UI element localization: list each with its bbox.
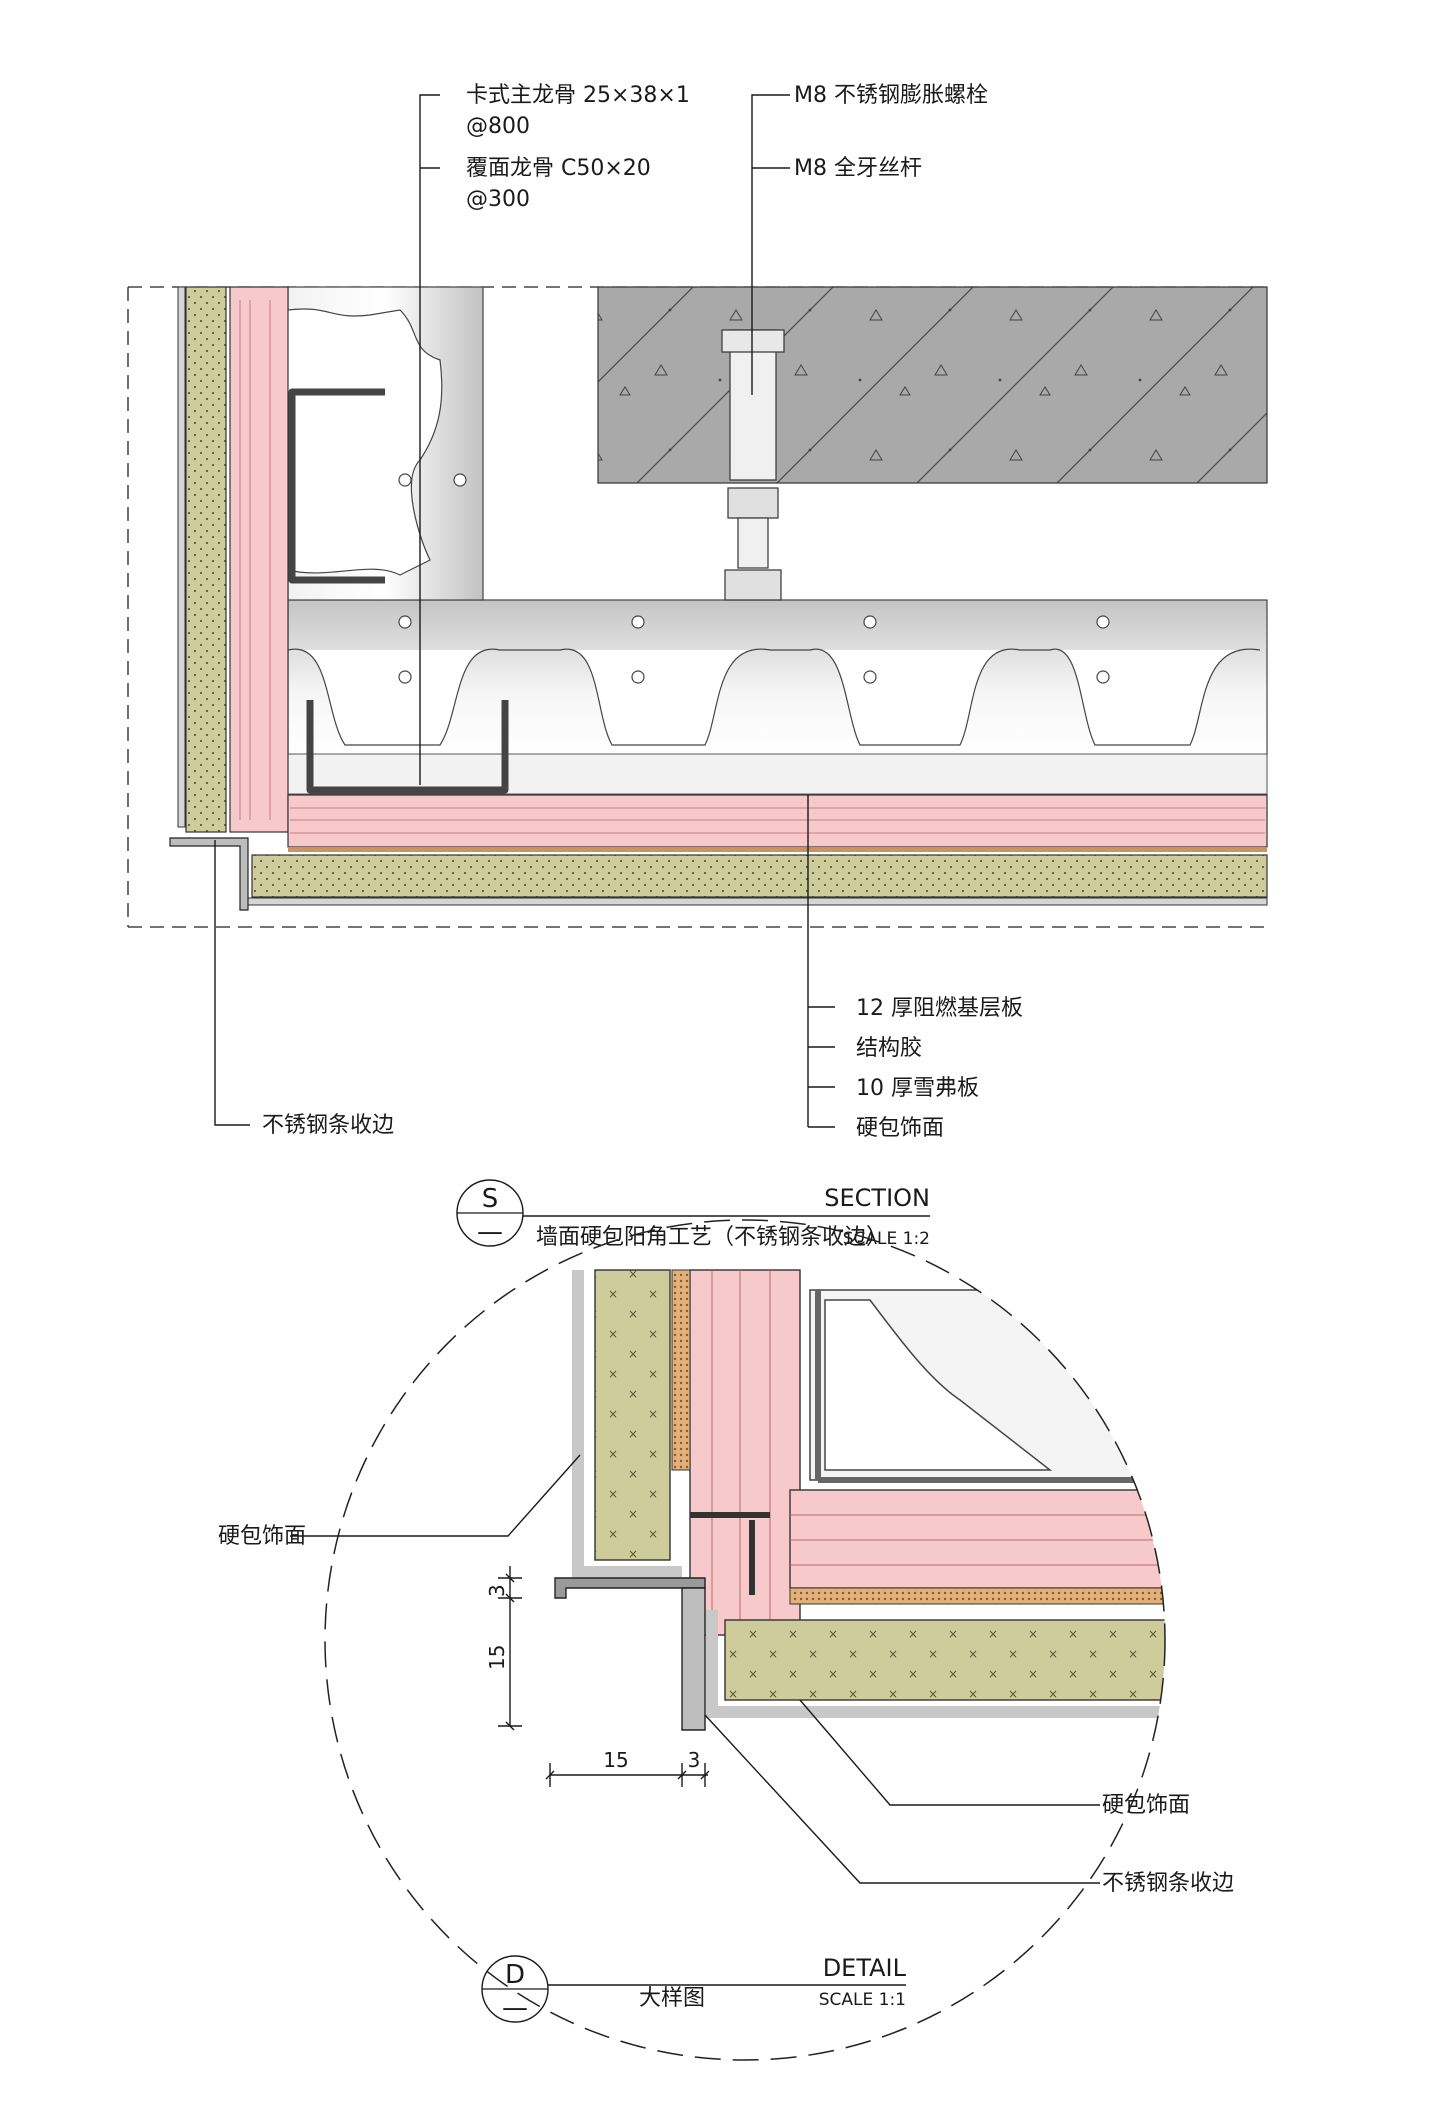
callout-steel-trim: 不锈钢条收边 — [262, 1113, 394, 1138]
cover-keel-horizontal — [306, 700, 509, 794]
callout-base-board: 12 厚阻燃基层板 — [856, 996, 1023, 1021]
leader-finish-left — [290, 1454, 581, 1537]
section-symbol-sub: — — [477, 1217, 503, 1247]
section-label-en: SECTION — [824, 1184, 930, 1212]
steel-trim-section — [169, 837, 249, 911]
leader-finish-right — [799, 1699, 1100, 1806]
section-view — [127, 94, 1268, 1128]
concrete-slab — [597, 286, 1268, 484]
main-keel-horizontal — [287, 599, 1268, 795]
detail-scale: SCALE 1:1 — [819, 1990, 906, 2010]
callout-cover-keel: 覆面龙骨 C50×20 — [466, 156, 651, 181]
section-scale: SCALE 1:2 — [843, 1229, 930, 1249]
section-symbol-letter: S — [482, 1184, 499, 1214]
anchor-bolt — [721, 329, 785, 601]
dim-v-thickness: 3 — [485, 1584, 509, 1597]
wall-panels-vertical — [177, 286, 289, 833]
detail-label-en: DETAIL — [823, 1954, 907, 1982]
leader-steel-trim — [704, 1714, 1100, 1884]
callout-glue: 结构胶 — [856, 1036, 922, 1061]
section-title-cn: 墙面硬包阳角工艺（不锈钢条收边） — [536, 1225, 888, 1250]
section-title-block: S — SECTION 墙面硬包阳角工艺（不锈钢条收边） SCALE 1:2 — [456, 1179, 930, 1250]
callout-detail-steel-trim: 不锈钢条收边 — [1102, 1871, 1234, 1896]
detail-symbol-sub: — — [502, 1993, 528, 2023]
detail-title-cn: 大样图 — [639, 1986, 705, 2011]
section-leaders — [214, 94, 835, 1128]
ceiling-panels-horizontal — [247, 794, 1268, 906]
callout-finish: 硬包饰面 — [856, 1116, 944, 1141]
dim-h-thickness: 3 — [688, 1748, 701, 1772]
detail-dimensions — [498, 1566, 710, 1787]
cover-keel-vertical — [288, 388, 385, 584]
callout-fleece-board: 10 厚雪弗板 — [856, 1076, 979, 1101]
detail-title-block: D — DETAIL 大样图 SCALE 1:1 — [481, 1954, 907, 2023]
callout-anchor-bolt: M8 不锈钢膨胀螺栓 — [794, 83, 988, 108]
callout-cover-keel-spacing: @300 — [466, 187, 530, 212]
dim-h-leg: 15 — [603, 1748, 628, 1772]
dim-v-leg: 15 — [485, 1645, 509, 1670]
detail-boundary — [324, 1219, 1166, 2061]
main-keel-vertical — [287, 286, 484, 601]
callout-threaded-rod: M8 全牙丝杆 — [794, 156, 922, 181]
callout-detail-finish-left: 硬包饰面 — [218, 1524, 306, 1549]
callout-main-keel-spacing: @800 — [466, 114, 530, 139]
section-callouts: 卡式主龙骨 25×38×1 @800 覆面龙骨 C50×20 @300 M8 不… — [262, 83, 1023, 1141]
callout-main-keel: 卡式主龙骨 25×38×1 — [466, 83, 690, 108]
detail-view: 3 15 15 3 硬包饰面 硬包饰面 不锈钢条收边 — [218, 1219, 1234, 2061]
detail-symbol-letter: D — [505, 1960, 525, 1990]
callout-detail-finish-right: 硬包饰面 — [1102, 1793, 1190, 1818]
